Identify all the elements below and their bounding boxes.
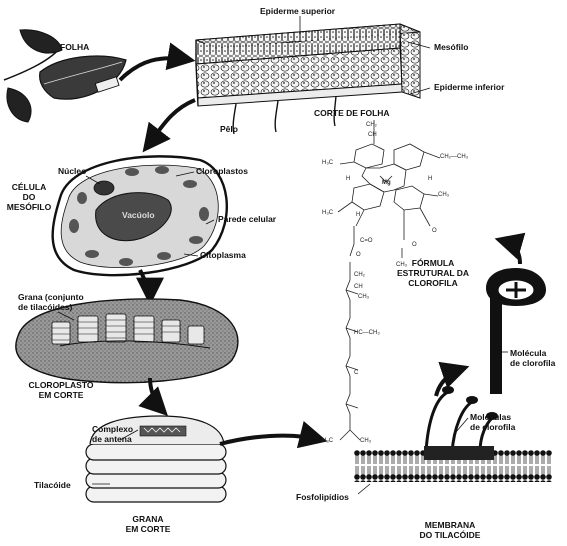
label-celula-line1: CÉLULA bbox=[4, 182, 54, 192]
arrow-leaf-to-section bbox=[120, 58, 190, 80]
label-grana-conjunto: Grana (conjunto de tilacóides) bbox=[18, 292, 84, 312]
label-cloroplastos: Cloroplastos bbox=[196, 166, 248, 176]
label-celula-do-mesofilo: CÉLULA DO MESÓFILO bbox=[4, 182, 54, 212]
label-mesofilo: Mesófilo bbox=[434, 42, 468, 52]
formula-h-right: H bbox=[428, 176, 432, 182]
label-complexo-de-antena: Complexo de antena bbox=[92, 424, 133, 444]
label-complexo-line1: Complexo bbox=[92, 424, 133, 434]
formula-h-left: H bbox=[346, 176, 350, 182]
formula-chain-h3c: H₃C bbox=[322, 438, 333, 444]
formula-chain-end: CH₃ bbox=[360, 438, 371, 444]
label-celula-line2: DO bbox=[4, 192, 54, 202]
formula-h3c-lower: H₃C bbox=[322, 210, 333, 216]
label-complexo-line2: de antena bbox=[92, 434, 133, 444]
thylakoid-membrane bbox=[354, 386, 552, 494]
chlorophyll-molecule-model bbox=[486, 268, 546, 394]
arrow-cell-to-chloroplast bbox=[140, 270, 150, 300]
label-cloroplasto-em-corte: CLOROPLASTO EM CORTE bbox=[26, 380, 96, 400]
label-moleculas-de-clorofila: Moléculas de clorofila bbox=[470, 412, 515, 432]
formula-chain-ch: CH bbox=[354, 284, 363, 290]
label-cloroplasto-line1: CLOROPLASTO bbox=[26, 380, 96, 390]
label-molecula-line1: Molécula bbox=[510, 348, 555, 358]
label-grana-conjunto-line2: de tilacóides) bbox=[18, 302, 84, 312]
formula-chain-o: O bbox=[356, 252, 361, 258]
formula-h-lower: H bbox=[356, 212, 360, 218]
label-molecula-de-clorofila: Molécula de clorofila bbox=[510, 348, 555, 368]
formula-ch2ch3: CH₂—CH₃ bbox=[440, 154, 468, 160]
label-parede-celular: Parede celular bbox=[218, 214, 276, 224]
formula-o-ketone: O bbox=[432, 228, 437, 234]
label-membrana-line1: MEMBRANA bbox=[410, 520, 490, 530]
label-grana-conjunto-line1: Grana (conjunto bbox=[18, 292, 84, 302]
formula-chain-c: C bbox=[354, 370, 358, 376]
formula-chain-co: C=O bbox=[360, 238, 373, 244]
formula-chain-ch3: CH₃ bbox=[358, 294, 369, 300]
arrow-chloroplast-to-grana bbox=[150, 378, 164, 412]
label-citoplasma: Citoplasma bbox=[200, 250, 246, 260]
formula-chain-ch2: CH₂ bbox=[354, 272, 365, 278]
label-grana-em-corte-line1: GRANA bbox=[118, 514, 178, 524]
label-epiderme-superior: Epiderme superior bbox=[260, 6, 335, 16]
label-formula-line2: ESTRUTURAL DA bbox=[388, 268, 478, 278]
formula-ch3-ester: CH₃ bbox=[396, 262, 407, 268]
label-fosfolipidios: Fosfolipídios bbox=[296, 492, 349, 502]
label-moleculas-line1: Moléculas bbox=[470, 412, 515, 422]
label-grana-em-corte-line2: EM CORTE bbox=[118, 524, 178, 534]
formula-o-ester: O bbox=[412, 242, 417, 248]
label-epiderme-inferior: Epiderme inferior bbox=[434, 82, 504, 92]
label-pelo: Pêlo bbox=[220, 124, 238, 134]
label-cloroplasto-line2: EM CORTE bbox=[26, 390, 96, 400]
label-folha: FOLHA bbox=[60, 42, 89, 52]
label-moleculas-line2: de clorofila bbox=[470, 422, 515, 432]
leaf-cross-section bbox=[196, 16, 430, 134]
arrow-section-to-cell bbox=[146, 100, 195, 148]
label-vacuolo: Vacúolo bbox=[122, 210, 155, 220]
formula-chain-hc: HC—CH₃ bbox=[354, 330, 380, 336]
label-tilacoide: Tilacóide bbox=[34, 480, 71, 490]
formula-h3c-left: H₃C bbox=[322, 160, 333, 166]
arrow-grana-to-membrane bbox=[220, 436, 322, 444]
label-celula-line3: MESÓFILO bbox=[4, 202, 54, 212]
label-nucleo: Núcleo bbox=[58, 166, 86, 176]
label-corte-de-folha: CORTE DE FOLHA bbox=[314, 108, 390, 118]
label-membrana-line2: DO TILACÓIDE bbox=[410, 530, 490, 540]
formula-mg: Mg bbox=[382, 180, 391, 186]
label-grana-em-corte: GRANA EM CORTE bbox=[118, 514, 178, 534]
formula-ch3-right: CH₃ bbox=[438, 192, 449, 198]
arrow-molecule-to-formula bbox=[500, 240, 520, 264]
label-membrana-do-tilacoide: MEMBRANA DO TILACÓIDE bbox=[410, 520, 490, 540]
formula-ch-top: CH bbox=[368, 132, 377, 138]
formula-ch2-top: CH₂ bbox=[366, 122, 377, 128]
label-molecula-line2: de clorofila bbox=[510, 358, 555, 368]
label-formula-line3: CLOROFILA bbox=[388, 278, 478, 288]
